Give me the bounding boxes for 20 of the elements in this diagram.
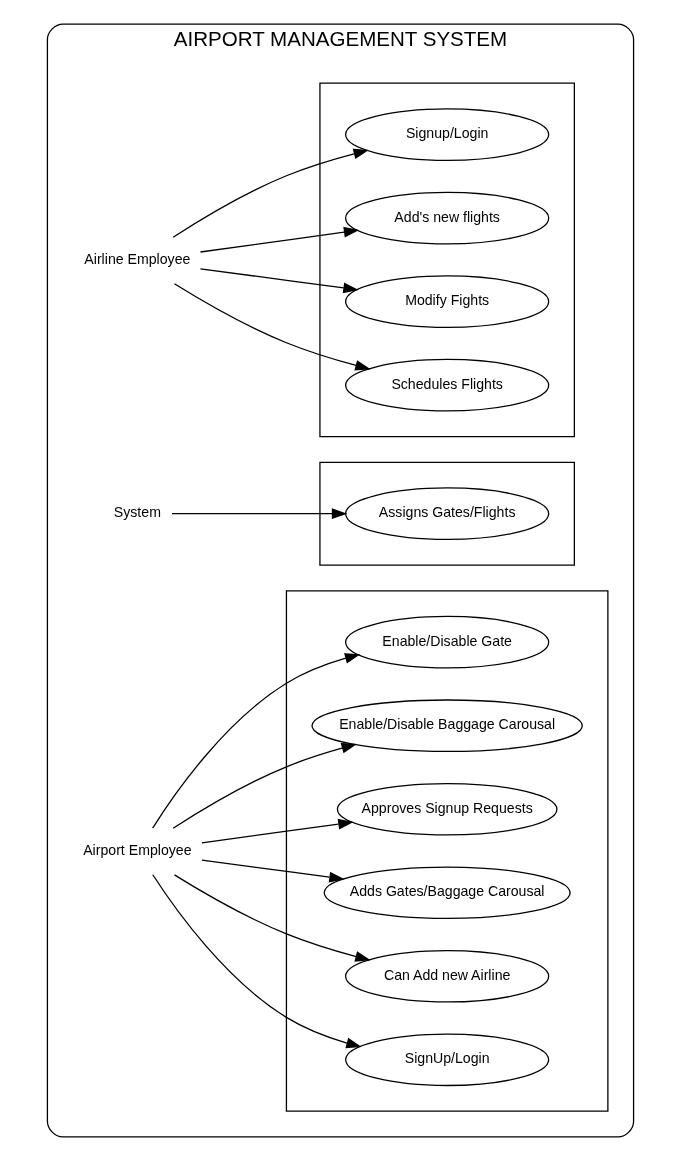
node-ellipse: Modify Fights [345,275,550,328]
node-text: Airport Employee [83,842,192,859]
cluster [319,461,575,566]
arrow [199,226,360,253]
arrow [171,508,348,520]
arrow [201,859,345,883]
cluster [285,590,609,1112]
cluster [319,82,575,438]
node-text: System [113,504,161,521]
node-ellipse: Adds Gates/Baggage Carousal [323,866,571,920]
arrow [172,148,369,238]
node-text: Airline Employee [84,251,191,268]
arrow [152,653,361,829]
arrow [199,268,359,294]
node-ellipse: Assigns Gates/Flights [345,487,550,540]
arrow [173,283,371,371]
arrow [173,874,371,962]
arrow [172,742,357,829]
arrow [201,818,354,844]
arrow [152,874,362,1049]
